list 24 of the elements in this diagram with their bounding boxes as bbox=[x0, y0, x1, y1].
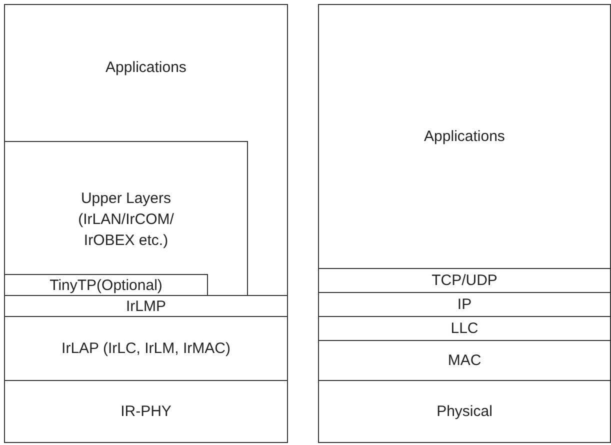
layer-box bbox=[318, 316, 611, 341]
layer-box bbox=[318, 340, 611, 381]
layer-label: Upper Layers (IrLAN/IrCOM/ IrOBEX etc.) bbox=[77, 188, 175, 250]
layer-box bbox=[4, 4, 288, 296]
layer-label: Applications bbox=[424, 127, 505, 147]
layer-label: TCP/UDP bbox=[432, 271, 498, 291]
layer-label: Applications bbox=[106, 58, 186, 78]
layer-box bbox=[318, 268, 611, 293]
layer-label: MAC bbox=[448, 351, 482, 371]
layer-label: IrLAP (IrLC, IrLM, IrMAC) bbox=[62, 339, 230, 359]
layer-box bbox=[4, 316, 288, 381]
layer-label: Physical bbox=[436, 402, 492, 422]
layer-box bbox=[318, 292, 611, 317]
layer-box bbox=[318, 380, 611, 443]
layer-box bbox=[4, 141, 248, 297]
layer-label: IP bbox=[457, 295, 472, 315]
layer-label: IR-PHY bbox=[120, 402, 172, 422]
layer-label: LLC bbox=[450, 319, 478, 339]
layer-box bbox=[4, 380, 288, 443]
layer-label: IrLMP bbox=[126, 296, 166, 316]
layer-box bbox=[4, 274, 208, 297]
layer-label: TinyTP(Optional) bbox=[50, 276, 162, 296]
layer-box bbox=[4, 295, 288, 317]
layer-box bbox=[318, 4, 611, 269]
